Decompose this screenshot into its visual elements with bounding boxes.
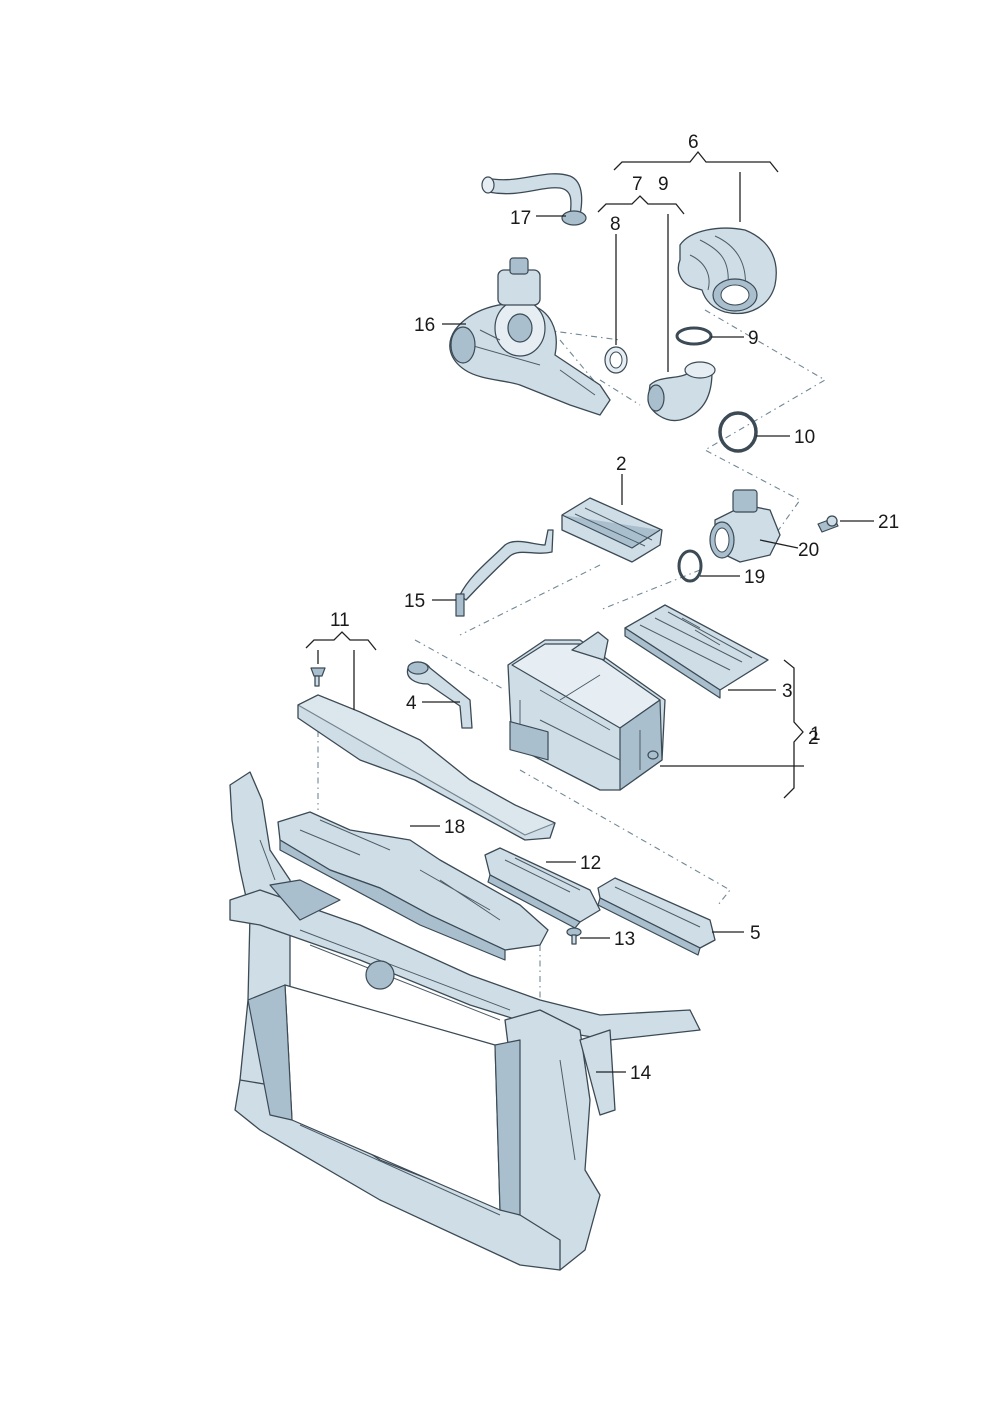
part-9-clamp [675, 326, 713, 346]
part-11-air-guide [297, 667, 556, 841]
part-10-clamp [718, 411, 758, 453]
callout-3: 3 [782, 681, 793, 702]
callout-18: 18 [444, 817, 465, 838]
leader-lines [305, 150, 874, 1073]
part-15-hose [455, 529, 554, 617]
callout-19: 19 [744, 567, 765, 588]
part-21-screw [817, 515, 839, 533]
part-5-air-guide [597, 877, 716, 956]
callout-12: 12 [580, 853, 601, 874]
part-7-elbow [647, 361, 716, 422]
part-12-bracket [484, 847, 601, 929]
callout-11: 11 [330, 610, 350, 631]
callout-7: 7 [632, 174, 643, 195]
callout-9-top: 9 [658, 174, 669, 195]
callout-6: 6 [688, 132, 699, 153]
part-6-intake-hose [677, 227, 777, 314]
callout-21: 21 [878, 512, 899, 533]
part-18-air-duct [277, 811, 549, 961]
part-19-seal [677, 549, 703, 583]
callout-15: 15 [404, 591, 425, 612]
callout-13: 13 [614, 929, 635, 950]
callout-2-top: 2 [616, 454, 627, 475]
part-3-filter [624, 604, 769, 699]
part-17-hose [481, 173, 587, 226]
part-4-hose [406, 661, 473, 729]
part-13-screw [566, 927, 582, 945]
callout-1: 1 [810, 724, 821, 745]
callout-4: 4 [406, 693, 417, 714]
callout-14: 14 [630, 1063, 652, 1084]
part-14-lock-carrier [229, 771, 701, 1271]
part-20-air-mass-meter [709, 489, 781, 563]
part-1-air-filter-housing [507, 631, 666, 791]
callout-2-lower: 2 [808, 728, 819, 749]
callout-10: 10 [794, 427, 815, 448]
callout-17: 17 [510, 208, 531, 229]
callout-16: 16 [414, 315, 435, 336]
callout-labels: 6 7 9 8 17 16 9 10 2 21 20 19 15 11 4 3 … [330, 132, 899, 1084]
callout-5: 5 [750, 923, 761, 944]
callout-9: 9 [748, 328, 759, 349]
part-16-turbocharger [449, 257, 611, 416]
callout-20: 20 [798, 540, 819, 561]
part-2-filter-element [561, 497, 663, 563]
part-8-gasket [604, 346, 628, 374]
callout-8: 8 [610, 214, 621, 235]
